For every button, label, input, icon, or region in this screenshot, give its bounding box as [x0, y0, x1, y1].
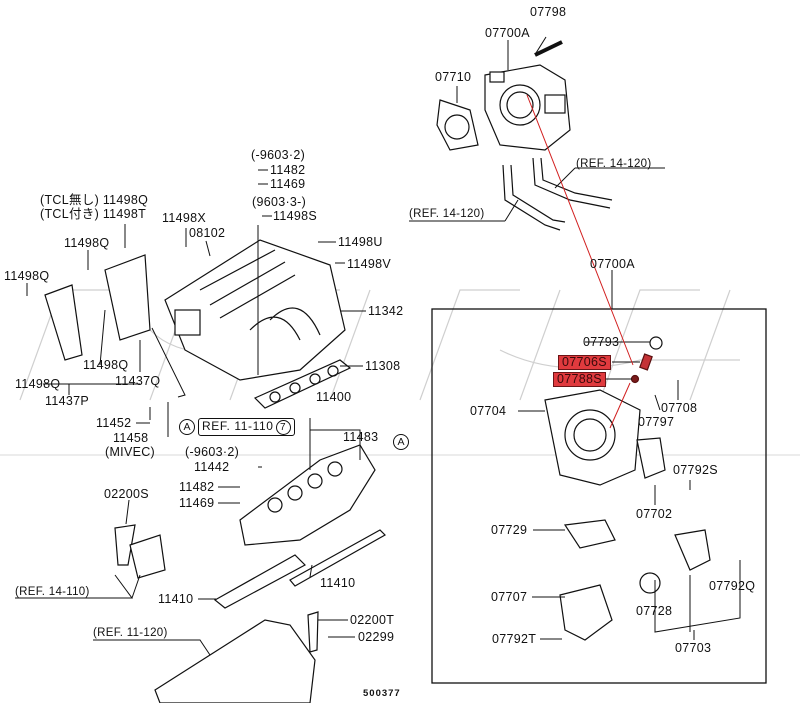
ref-11-110-number: 7 [275, 420, 291, 435]
brackets-11437-drawing [44, 254, 151, 361]
upper-intake-manifold-drawing [164, 239, 346, 381]
part-label-07728[interactable]: 07728 [636, 604, 673, 618]
part-label-02200T[interactable]: 02200T [350, 613, 395, 627]
throttle-inset-frame [431, 308, 767, 684]
part-label-11498S[interactable]: 11498S [273, 209, 317, 223]
part-label-02200S[interactable]: 02200S [104, 487, 149, 501]
part-label-07788S-highlighted[interactable]: 07788S [553, 372, 606, 387]
part-label-11308[interactable]: 11308 [365, 359, 401, 373]
part-label-07707[interactable]: 07707 [491, 590, 528, 604]
part-label-07700A[interactable]: 07700A [485, 26, 530, 40]
part-label-11458[interactable]: 11458 [113, 431, 149, 445]
bracket-02200T-drawing [307, 611, 319, 653]
mivec-note: (MIVEC) [105, 445, 156, 459]
gasket-11410-drawing [213, 529, 386, 609]
circle-a-marker: A [179, 419, 195, 435]
ref-11-110-text: REF. 11-110 [202, 419, 274, 433]
part-label-11482-lower[interactable]: 11482 [179, 480, 215, 494]
part-label-07706S-highlighted[interactable]: 07706S [558, 355, 611, 370]
part-label-11483[interactable]: 11483 [343, 430, 379, 444]
part-label-07798[interactable]: 07798 [530, 5, 567, 19]
part-label-11498V[interactable]: 11498V [347, 257, 391, 271]
part-label-11498U[interactable]: 11498U [338, 235, 383, 249]
circle-a-marker-right: A [393, 434, 409, 450]
part-label-11437P[interactable]: 11437P [45, 394, 89, 408]
ref-14-120-right[interactable]: (REF. 14-120) [576, 158, 652, 170]
part-label-11437Q[interactable]: 11437Q [115, 374, 161, 388]
part-label-07703[interactable]: 07703 [675, 641, 712, 655]
part-label-07797[interactable]: 07797 [638, 415, 675, 429]
part-label-07702[interactable]: 07702 [636, 507, 673, 521]
bracket-02200S-drawing [114, 524, 166, 579]
part-label-11498Q-a[interactable]: 11498Q [64, 236, 110, 250]
part-label-07792S[interactable]: 07792S [673, 463, 718, 477]
part-label-11342[interactable]: 11342 [368, 304, 404, 318]
part-label-11498Q-b[interactable]: 11498Q [4, 269, 50, 283]
part-label-07710[interactable]: 07710 [435, 70, 472, 84]
coolant-hoses-drawing [502, 157, 613, 231]
part-label-07793[interactable]: 07793 [583, 335, 620, 349]
part-label-11498Q-d[interactable]: 11498Q [15, 377, 61, 391]
ref-14-110[interactable]: (REF. 14-110) [15, 586, 90, 598]
throttle-body-top-drawing [484, 40, 571, 151]
part-label-07792Q[interactable]: 07792Q [709, 579, 756, 593]
cylinder-head-drawing [154, 619, 316, 703]
part-label-11469-lower[interactable]: 11469 [179, 496, 215, 510]
leader-lines [15, 36, 741, 656]
lower-intake-manifold-drawing [239, 444, 376, 546]
gasket-07710-drawing [436, 99, 479, 151]
note-9603-3: (9603·3-) [252, 195, 307, 209]
note-9603-2-lower: (-9603·2) [185, 445, 240, 459]
part-label-11452[interactable]: 11452 [96, 416, 132, 430]
part-label-11469[interactable]: 11469 [270, 177, 306, 191]
red-leader-line [526, 94, 634, 429]
part-label-11498X[interactable]: 11498X [162, 211, 206, 225]
part-label-11442[interactable]: 11442 [194, 460, 230, 474]
part-label-11400[interactable]: 11400 [316, 390, 352, 404]
tcl-with-11498T[interactable]: (TCL付き) 11498T [40, 207, 147, 221]
part-label-07704[interactable]: 07704 [470, 404, 507, 418]
ref-11-120[interactable]: (REF. 11-120) [93, 627, 168, 639]
part-label-07792T[interactable]: 07792T [492, 632, 537, 646]
diagram-code: 500377 [363, 688, 401, 699]
gasket-11308-drawing [253, 359, 352, 409]
note-9603-2: (-9603·2) [251, 148, 306, 162]
part-label-02299[interactable]: 02299 [358, 630, 395, 644]
part-label-11410-right[interactable]: 11410 [320, 576, 356, 590]
part-label-11482[interactable]: 11482 [270, 163, 306, 177]
ref-14-120-left[interactable]: (REF. 14-120) [409, 208, 485, 220]
part-label-11410-left[interactable]: 11410 [158, 592, 194, 606]
part-label-07729[interactable]: 07729 [491, 523, 528, 537]
tcl-without-11498Q[interactable]: (TCL無し) 11498Q [40, 193, 149, 207]
highlighted-parts-drawing [630, 353, 653, 384]
part-label-11498Q-c[interactable]: 11498Q [83, 358, 129, 372]
part-label-08102[interactable]: 08102 [189, 226, 226, 240]
part-label-07708[interactable]: 07708 [661, 401, 698, 415]
part-label-07700A-mid[interactable]: 07700A [590, 257, 635, 271]
